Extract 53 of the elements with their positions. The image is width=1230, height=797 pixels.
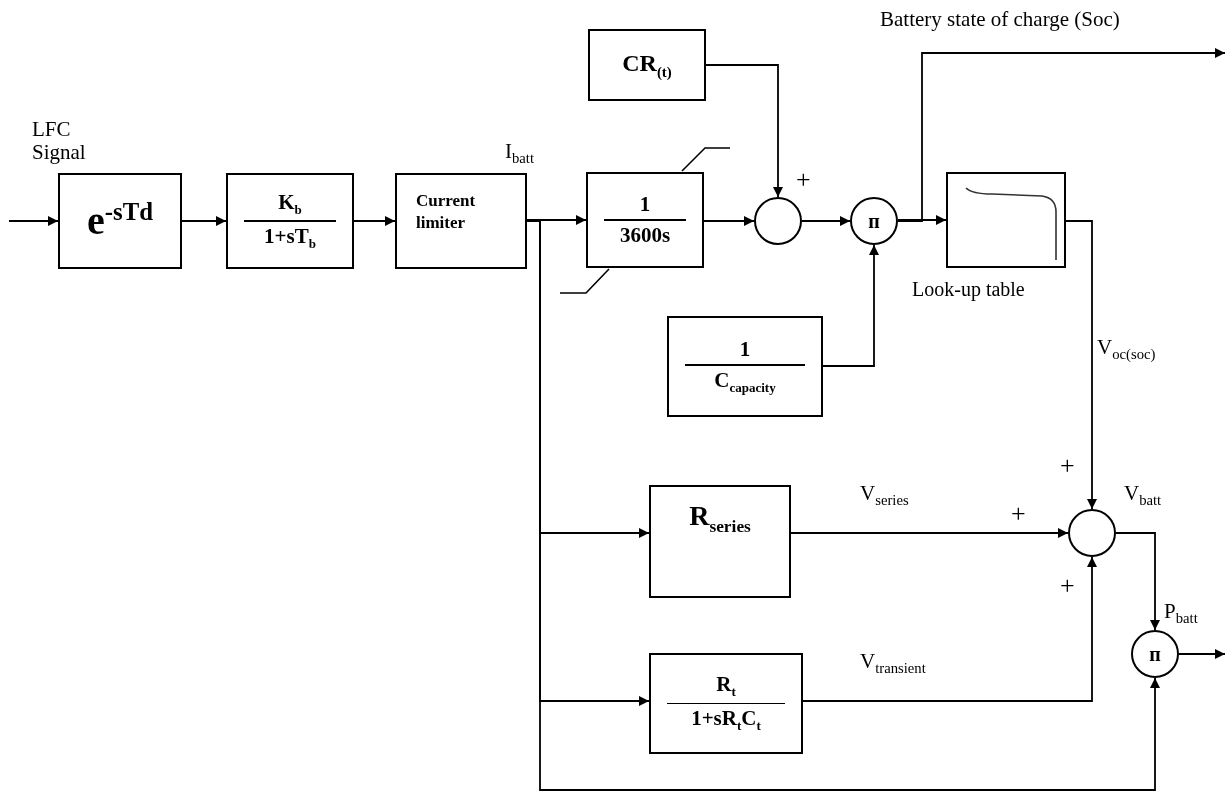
gain-block [588,29,706,101]
transfer-function-block [586,172,704,268]
operator-symbol: п [868,210,880,232]
signal-label: I$_{batt}$ [505,140,535,167]
denominator: C$_{capacity}$ [714,368,776,396]
signal-arrow [897,48,1226,222]
signal-arrow [1065,220,1097,510]
signal-label: P$_{batt}$ [1164,600,1198,627]
signal-arrow [790,528,1069,538]
numerator: R$_{t}$ [716,673,736,700]
signal-label: V$_{series}$ [860,482,909,509]
summing-junction [1068,509,1116,557]
sign-label: + [1060,572,1075,601]
signal-arrow [703,216,755,226]
signal-arrow [897,215,947,225]
signal-label: V$_{oc(soc)}$ [1097,336,1156,363]
numerator: 1 [739,337,751,362]
limiter-block [395,173,527,269]
transfer-function-block [667,316,823,417]
signal-arrow [353,216,396,226]
signal-arrow [8,216,59,226]
operator-symbol: п [1149,643,1161,665]
multiplier-circle [850,197,898,245]
multiplier-circle [1131,630,1179,678]
block-label: Current limiter [416,189,477,234]
block-label: CR$_{(t)}$ [622,49,672,81]
signal-arrow [705,64,783,198]
block-label: R$_{series}$ [689,501,751,536]
numerator: 1 [639,193,651,217]
denominator: 1+sT$_{b}$ [264,224,316,252]
signal-arrow [801,216,851,226]
signal-arrow [181,216,227,226]
sign-label: + [796,166,811,195]
signal-arrow [802,556,1097,702]
sign-label: + [1060,452,1075,481]
signal-arrow [1178,649,1226,659]
denominator: 1+sR$_{t}$C$_{t}$ [691,707,761,734]
transfer-function-block [226,173,354,269]
signal-label: LFC Signal [32,118,87,165]
signal-arrow [822,244,879,367]
transfer-function-block [649,653,803,754]
block-caption: Look-up table [912,278,1025,301]
signal-label: V$_{batt}$ [1124,482,1162,509]
gain-block [649,485,791,598]
transfer-function-block [58,173,182,269]
summing-junction [754,197,802,245]
denominator: 3600s [619,223,671,247]
numerator: K$_{b}$ [278,190,302,218]
sign-label: + [1011,500,1026,529]
signal-label: Battery state of charge (Soc) [880,8,1120,32]
signal-arrow [1115,532,1160,631]
signal-arrow [526,215,587,225]
signal-label: V$_{transient}$ [860,650,926,677]
